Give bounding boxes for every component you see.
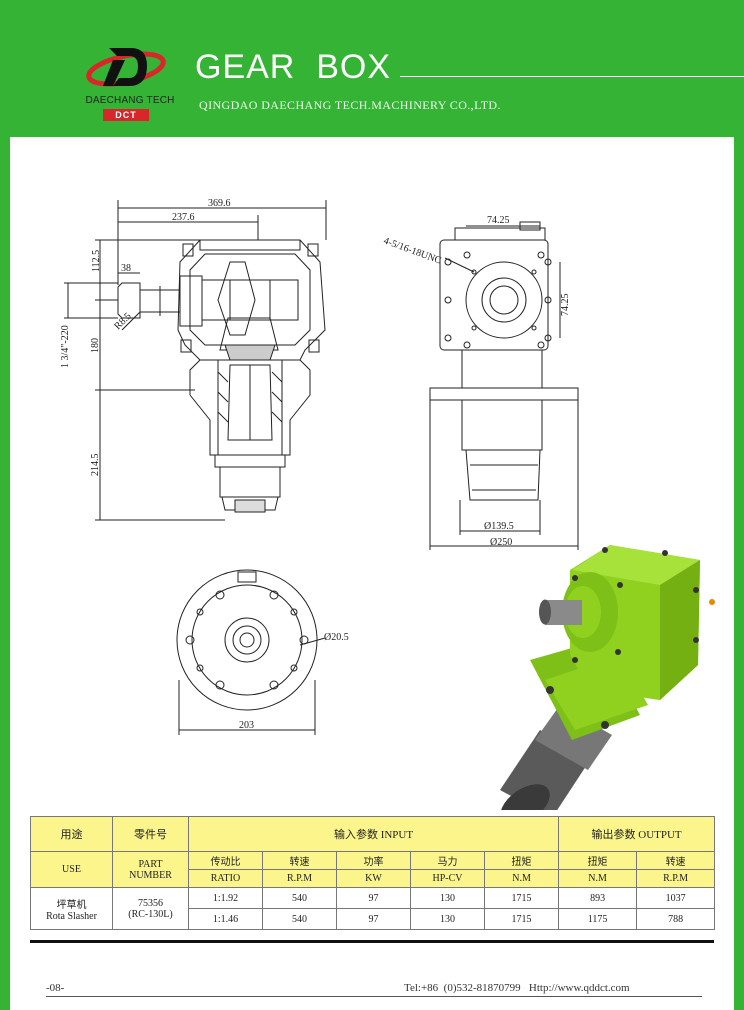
footer-rule bbox=[46, 996, 702, 997]
cell-out-torque: 1175 bbox=[558, 908, 638, 930]
hdr-col-cn: 转速 bbox=[636, 851, 716, 870]
hdr-col-en: N.M bbox=[483, 869, 560, 888]
cell-rpm: 540 bbox=[262, 908, 337, 930]
cell-in-torque: 1715 bbox=[483, 908, 560, 930]
cell-ratio: 1:1.46 bbox=[188, 908, 263, 930]
cell-part-1: 75356 bbox=[138, 897, 163, 909]
table-bottom-rule bbox=[30, 940, 714, 943]
hdr-part-en-2: NUMBER bbox=[129, 869, 172, 881]
dim-bolt: 4-5/16-18UNC bbox=[382, 235, 443, 266]
cell-hp: 130 bbox=[410, 887, 485, 909]
hdr-use-cn: 用途 bbox=[30, 816, 113, 852]
dim-38: 38 bbox=[121, 263, 131, 274]
table-row: 1:1.46 540 97 130 1715 1175 788 bbox=[31, 908, 716, 930]
cell-use: 坪草机 Rota Slasher bbox=[30, 887, 113, 930]
cell-part-2: (RC-130L) bbox=[128, 908, 173, 920]
cell-kw: 97 bbox=[336, 887, 411, 909]
cell-ratio: 1:1.92 bbox=[188, 887, 263, 909]
dim-7425-a: 74.25 bbox=[487, 215, 510, 226]
dim-shaft: 1 3/4"-220 bbox=[60, 325, 71, 368]
company-subtitle: QINGDAO DAECHANG TECH.MACHINERY CO.,LTD. bbox=[199, 98, 501, 112]
hdr-col-en: RATIO bbox=[188, 869, 263, 888]
dim-112: 112.5 bbox=[91, 250, 102, 272]
right-green-margin bbox=[734, 137, 744, 1010]
dim-203: 203 bbox=[239, 720, 254, 731]
hdr-col-en: R.P.M bbox=[262, 869, 337, 888]
logo-company-name: DAECHANG TECH bbox=[85, 95, 175, 106]
table-row: 坪草机 Rota Slasher 75356 (RC-130L) 1:1.92 … bbox=[30, 887, 716, 930]
dim-180: 180 bbox=[90, 338, 101, 353]
table-header-row-3: RATIO R.P.M KW HP-CV N.M N.M R.P.M bbox=[31, 869, 716, 888]
hdr-col-cn: 扭矩 bbox=[558, 851, 638, 870]
hdr-col-cn: 扭矩 bbox=[483, 851, 560, 870]
hdr-col-cn: 功率 bbox=[336, 851, 411, 870]
hdr-part-en: PART NUMBER bbox=[112, 851, 189, 888]
hdr-part-cn: 零件号 bbox=[112, 816, 189, 852]
hdr-col-cn: 传动比 bbox=[188, 851, 263, 870]
cell-part: 75356 (RC-130L) bbox=[112, 887, 189, 930]
hdr-input: 输入参数 INPUT bbox=[187, 816, 560, 852]
technical-drawing: 369.6 237.6 38 112.5 R8.5 1 3/4"-220 180… bbox=[60, 198, 715, 810]
hdr-use-en: USE bbox=[30, 851, 113, 888]
hdr-part-en-1: PART bbox=[138, 858, 163, 870]
cell-kw: 97 bbox=[336, 908, 411, 930]
dim-250: Ø250 bbox=[490, 537, 512, 548]
cell-out-torque: 893 bbox=[558, 887, 638, 909]
dim-1395: Ø139.5 bbox=[484, 521, 514, 532]
cell-rpm: 540 bbox=[262, 887, 337, 909]
hdr-col-en: N.M bbox=[558, 869, 638, 888]
cell-in-torque: 1715 bbox=[483, 887, 560, 909]
dim-205: Ø20.5 bbox=[324, 632, 349, 643]
hdr-col-en: KW bbox=[336, 869, 411, 888]
page-number: -08- bbox=[46, 982, 65, 994]
hdr-col-cn: 马力 bbox=[410, 851, 485, 870]
hdr-col-en: HP-CV bbox=[410, 869, 485, 888]
cell-use-en: Rota Slasher bbox=[46, 910, 97, 922]
gearbox-3d-render bbox=[500, 545, 715, 810]
front-view-drawing bbox=[429, 221, 579, 550]
table-header-row-2: USE PART NUMBER 传动比 转速 功率 马力 扭矩 扭矩 转速 bbox=[30, 851, 716, 888]
logo-badge: DCT bbox=[103, 109, 149, 121]
hdr-col-en: R.P.M bbox=[636, 869, 716, 888]
cell-out-rpm: 1037 bbox=[636, 887, 716, 909]
cell-use-cn: 坪草机 bbox=[56, 899, 87, 911]
dct-logo-icon bbox=[86, 48, 166, 87]
cell-hp: 130 bbox=[410, 908, 485, 930]
footer-contact: Tel:+86 (0)532-81870799 Http://www.qddct… bbox=[404, 982, 630, 994]
table-header-row-1: 用途 零件号 输入参数 INPUT 输出参数 OUTPUT bbox=[30, 816, 716, 852]
dim-214: 214.5 bbox=[90, 454, 101, 477]
hdr-col-cn: 转速 bbox=[262, 851, 337, 870]
side-view-drawing bbox=[64, 200, 327, 521]
hdr-output: 输出参数 OUTPUT bbox=[558, 816, 716, 852]
cell-out-rpm: 788 bbox=[636, 908, 716, 930]
bottom-flange-view bbox=[176, 569, 326, 735]
page-title: GEAR BOX bbox=[195, 48, 392, 86]
dim-237: 237.6 bbox=[172, 212, 195, 223]
left-green-margin bbox=[0, 137, 10, 1010]
dim-r85: R8.5 bbox=[112, 311, 133, 332]
spec-table: 用途 零件号 输入参数 INPUT 输出参数 OUTPUT USE PART N… bbox=[30, 816, 716, 930]
dim-7425-b: 74.25 bbox=[560, 294, 571, 317]
title-underline bbox=[400, 76, 744, 77]
dim-369: 369.6 bbox=[208, 198, 231, 209]
